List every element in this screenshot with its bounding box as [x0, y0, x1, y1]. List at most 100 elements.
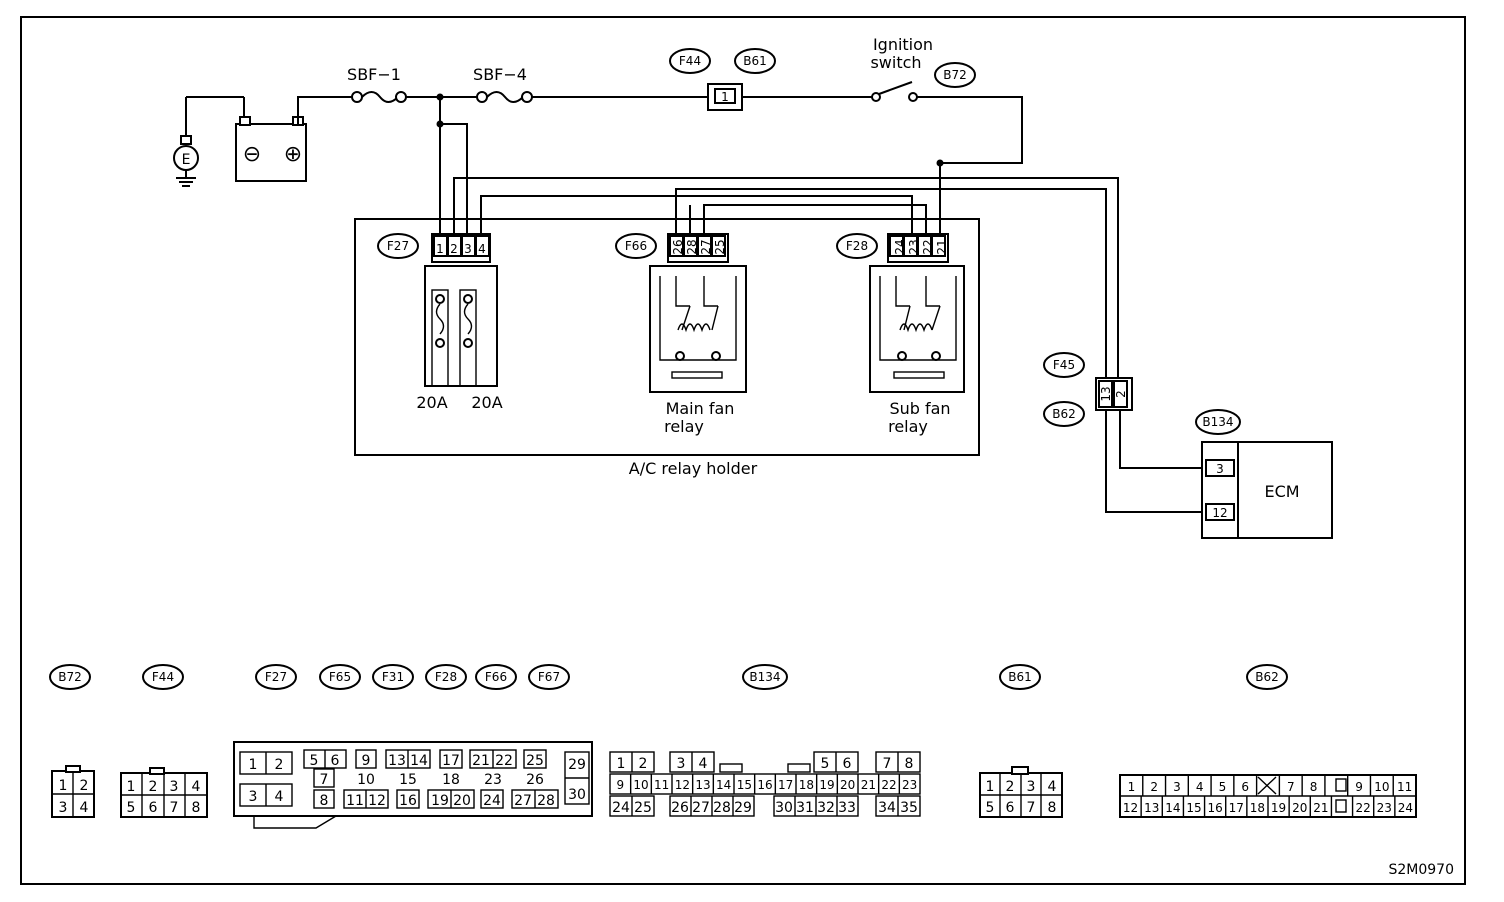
svg-text:B134: B134 [1202, 415, 1233, 429]
svg-text:18: 18 [442, 772, 460, 788]
svg-text:19: 19 [431, 793, 449, 809]
svg-text:23: 23 [907, 239, 921, 254]
svg-text:32: 32 [817, 800, 835, 816]
pin-label: 12 [675, 778, 690, 792]
svg-text:4: 4 [80, 800, 89, 816]
pin-label: 4 [1196, 780, 1204, 794]
svg-text:26: 26 [671, 800, 689, 816]
svg-text:3: 3 [249, 789, 258, 805]
connector-id-b72: B72 [934, 62, 976, 88]
svg-text:11: 11 [346, 793, 364, 809]
pin-label: 8 [1310, 780, 1318, 794]
svg-text:7: 7 [320, 772, 329, 788]
connector-id-b134: B134 [1195, 409, 1241, 435]
svg-text:F65: F65 [329, 670, 351, 684]
svg-text:5: 5 [310, 753, 319, 769]
connector-face-b72: 1 2 3 4 [51, 765, 95, 818]
legend-ids: B72 F44 F27 F65 F31 F28 F66 F67 B134 B61… [49, 664, 1288, 690]
battery-positive-wire [297, 96, 352, 124]
svg-text:8: 8 [192, 800, 201, 816]
pin-label: 12 [1123, 801, 1138, 815]
connector-face-relay-holder: 1 2 3 4 5 6 7 8 9 10 11 12 13 14 15 16 1… [233, 741, 593, 829]
ground-label: E [182, 152, 191, 168]
ac-relay-holder-label: A/C relay holder [629, 459, 758, 478]
pin-label: 1 [1128, 780, 1136, 794]
svg-text:24: 24 [893, 239, 907, 254]
svg-text:4: 4 [699, 756, 708, 772]
svg-text:31: 31 [796, 800, 814, 816]
connector-face-f44: 1 2 3 4 5 6 7 8 [120, 767, 208, 818]
svg-text:8: 8 [1048, 800, 1057, 816]
f27-pin-block: 1 2 3 4 [431, 233, 491, 263]
svg-text:13: 13 [388, 753, 406, 769]
svg-text:8: 8 [905, 756, 914, 772]
svg-text:25: 25 [713, 239, 727, 254]
svg-text:6: 6 [331, 753, 340, 769]
svg-text:1: 1 [617, 756, 626, 772]
svg-text:29: 29 [568, 757, 586, 773]
svg-text:28: 28 [685, 239, 699, 254]
wire-f27-4-to-f28 [480, 195, 913, 236]
svg-text:16: 16 [399, 793, 417, 809]
pin-label: 11 [654, 778, 669, 792]
svg-text:25: 25 [634, 800, 652, 816]
svg-text:29: 29 [734, 800, 752, 816]
svg-text:F28: F28 [435, 670, 457, 684]
svg-text:4: 4 [478, 242, 486, 256]
connector-id-f45: F45 [1043, 352, 1085, 378]
wire-f45-2-to-ecm-3 [1119, 410, 1206, 469]
battery: ⊖ ⊕ [235, 116, 307, 182]
svg-text:5: 5 [821, 756, 830, 772]
sub-fan-relay-label-1: Sub fan [889, 399, 950, 418]
svg-text:7: 7 [883, 756, 892, 772]
pin-label: 3 [1173, 780, 1181, 794]
svg-text:2: 2 [1006, 779, 1015, 795]
pin-label: 2 [1150, 780, 1158, 794]
ecm-label: ECM [1264, 482, 1299, 501]
pin-label: 15 [737, 778, 752, 792]
fuse-rating-2: 20A [471, 393, 502, 412]
svg-text:13: 13 [1099, 386, 1113, 401]
connector-face-b61: 1 2 3 4 5 6 7 8 [979, 766, 1063, 818]
svg-text:F45: F45 [1053, 358, 1075, 372]
battery-plus: ⊕ [284, 142, 302, 167]
svg-text:10: 10 [357, 772, 375, 788]
svg-text:2: 2 [639, 756, 648, 772]
svg-text:B72: B72 [943, 68, 967, 82]
svg-text:3: 3 [677, 756, 686, 772]
svg-text:3: 3 [464, 242, 472, 256]
pin-label: 21 [861, 778, 876, 792]
svg-text:1: 1 [986, 779, 995, 795]
svg-text:7: 7 [1027, 800, 1036, 816]
wire-f27-2-to-f45 [453, 177, 1119, 378]
figure-code: S2M0970 [1388, 862, 1454, 878]
pin-label: 6 [1241, 780, 1249, 794]
svg-text:5: 5 [986, 800, 995, 816]
svg-text:3: 3 [170, 779, 179, 795]
svg-text:9: 9 [362, 753, 371, 769]
battery-minus: ⊖ [243, 142, 261, 167]
svg-text:F27: F27 [387, 239, 409, 253]
pin-label: 21 [1313, 801, 1328, 815]
svg-text:24: 24 [612, 800, 630, 816]
ecm: 3 12 ECM [1201, 441, 1333, 539]
svg-text:1: 1 [721, 90, 729, 104]
svg-text:1: 1 [59, 778, 68, 794]
pin-label: 17 [1229, 801, 1244, 815]
fuse-sbf4-label: SBF−4 [473, 65, 527, 84]
fuse-sbf1-label: SBF−1 [347, 65, 401, 84]
pin-label: 20 [840, 778, 855, 792]
pin-label: 20 [1292, 801, 1307, 815]
svg-text:22: 22 [495, 753, 513, 769]
pin-label: 14 [716, 778, 731, 792]
svg-text:1: 1 [249, 757, 258, 773]
svg-text:2: 2 [149, 779, 158, 795]
connector-id-b61: B61 [734, 48, 776, 74]
svg-text:28: 28 [537, 793, 555, 809]
pin-label: 17 [778, 778, 793, 792]
pin-label: 7 [1287, 780, 1295, 794]
connector-id-f27: F27 [377, 233, 419, 259]
